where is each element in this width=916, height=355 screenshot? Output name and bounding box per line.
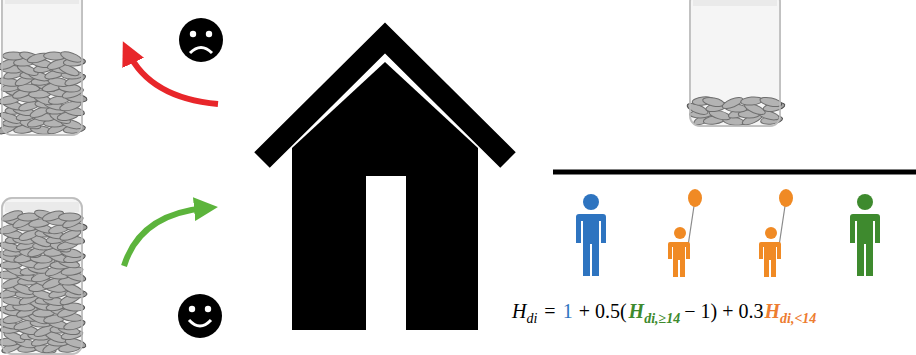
coin-jar — [0, 0, 87, 136]
formula-term: − 1) + 0.3 — [684, 300, 763, 323]
child-icon — [668, 189, 702, 277]
formula-subscript: di,<14 — [780, 311, 816, 327]
divider-line — [553, 170, 916, 175]
formula: Hdi=1+ 0.5(Hdi,≥14− 1) + 0.3Hdi,<14 — [512, 300, 816, 323]
adult-icon — [576, 194, 606, 276]
coin-jar — [0, 198, 87, 355]
formula-term: + 0.5( — [579, 300, 627, 323]
formula-term: = — [544, 300, 555, 323]
formula-term: H — [512, 300, 526, 323]
adult-icon — [850, 194, 880, 276]
child-icon — [759, 189, 793, 277]
coin-jar — [686, 0, 786, 127]
formula-subscript: di — [526, 311, 537, 327]
formula-term: H — [764, 300, 780, 323]
formula-term: 1 — [563, 300, 573, 323]
sad-face — [179, 18, 223, 62]
inflow-arrow — [124, 208, 206, 266]
formula-term: H — [629, 300, 645, 323]
formula-subscript: di,≥14 — [644, 311, 680, 327]
happy-face — [178, 294, 222, 338]
house-icon — [262, 38, 508, 330]
